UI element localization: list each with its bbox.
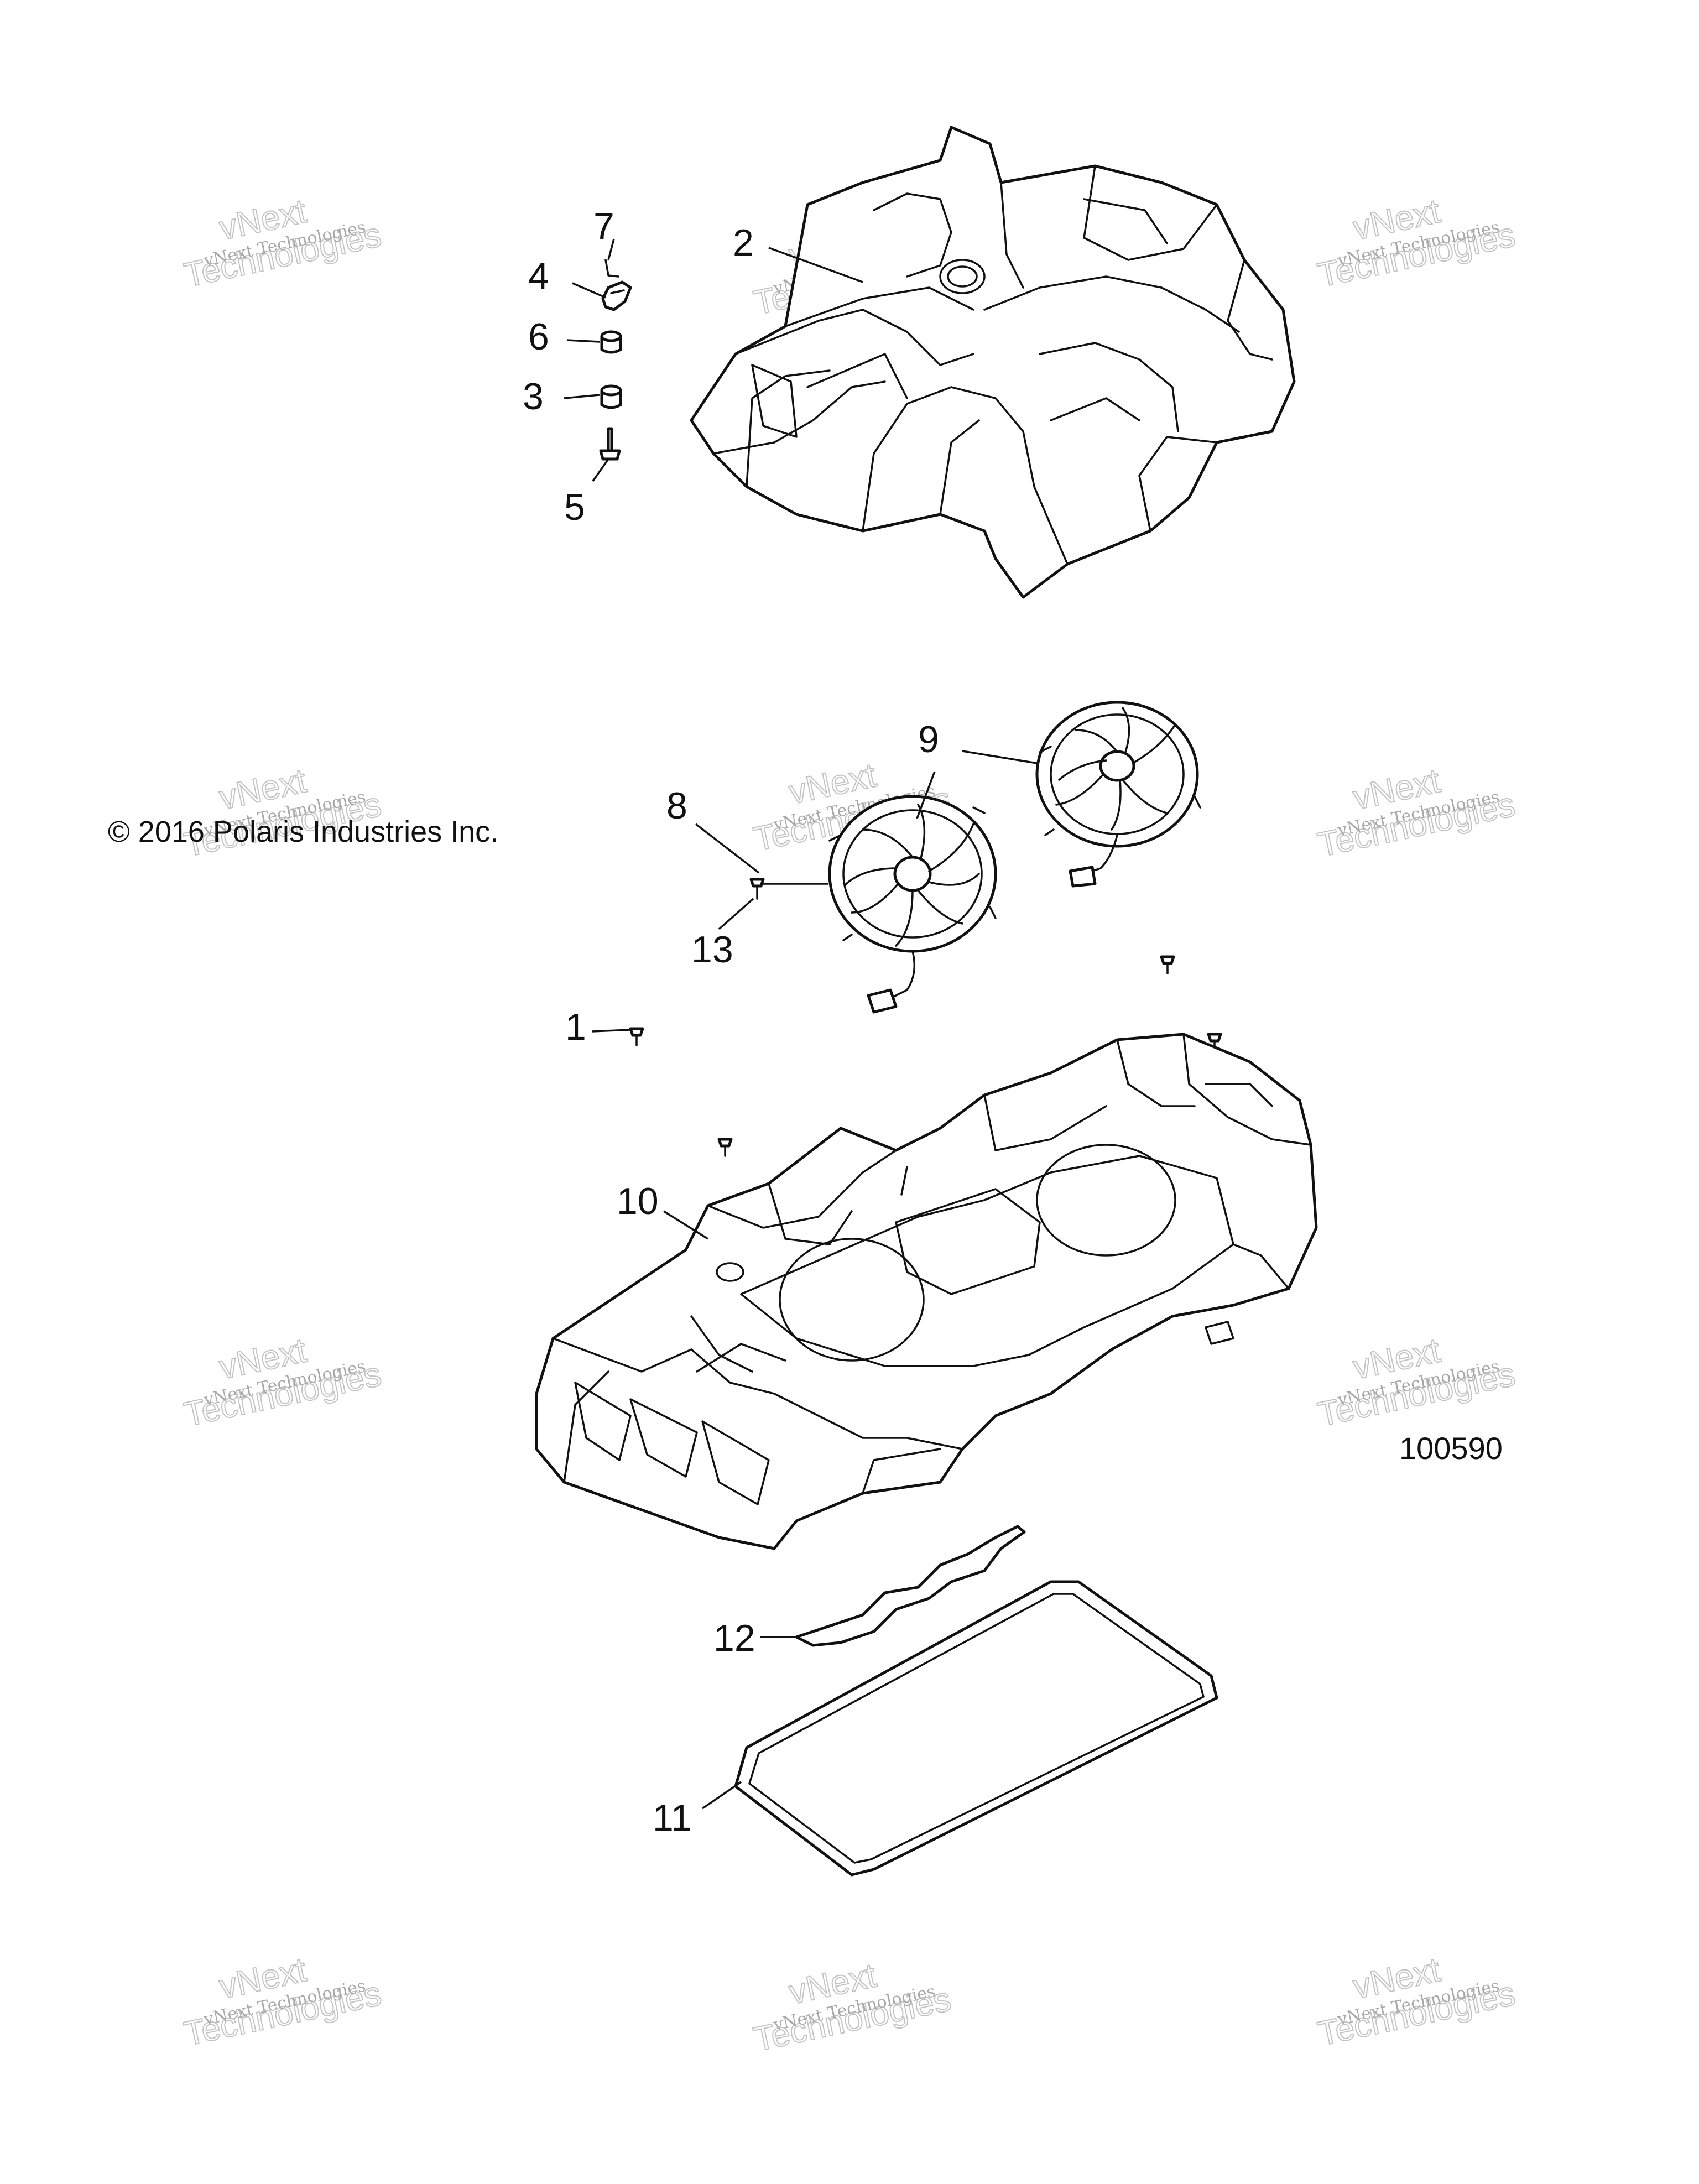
watermark-mid-right: vNext Technologies vNext Technologies [1314, 761, 1519, 865]
watermark-top-right: vNext Technologies vNext Technologies [1314, 191, 1519, 295]
callout-3: 3 [523, 376, 544, 418]
watermark-bottom-left: vNext Technologies vNext Technologies [180, 1950, 385, 2054]
part-10-rear-body-panel [535, 1033, 1318, 1550]
watermark-bottom-center: vNext Technologies vNext Technologies [750, 1956, 955, 2060]
part-3-spacer [600, 384, 622, 409]
part-7-pin [604, 259, 619, 278]
callout-1: 1 [565, 1006, 586, 1048]
part-1-screw [629, 1027, 644, 1046]
callout-9: 9 [918, 718, 939, 760]
part-5-bolt [599, 427, 621, 461]
part-1-screw [717, 1138, 733, 1157]
part-9-fan-assembly [1035, 701, 1201, 888]
callout-2: 2 [733, 222, 754, 264]
watermark-low-right: vNext Technologies vNext Technologies [1314, 1331, 1519, 1435]
watermark-low-left: vNext Technologies vNext Technologies [180, 1331, 385, 1435]
part-8-fan-assembly [828, 795, 997, 1014]
callout-12: 12 [713, 1617, 755, 1659]
callout-8: 8 [666, 785, 687, 827]
copyright-notice: © 2016 Polaris Industries Inc. [108, 815, 498, 848]
callout-5: 5 [564, 486, 585, 528]
watermark-top-left: vNext Technologies vNext Technologies [180, 191, 385, 295]
callout-7: 7 [593, 205, 614, 247]
part-2-front-body-panel [690, 126, 1296, 599]
part-4-clip [601, 280, 632, 311]
part-1-screw [1160, 955, 1175, 974]
callout-13: 13 [691, 929, 733, 971]
part-6-grommet [600, 330, 622, 354]
callout-labels: 7 4 6 3 5 2 8 9 13 1 10 12 11 [523, 205, 939, 1839]
part-13-screw [749, 878, 765, 900]
callout-6: 6 [528, 316, 549, 358]
leader-lines [564, 238, 1038, 1810]
part-11-gasket [734, 1580, 1218, 1877]
diagram-number: 100590 [1399, 1431, 1503, 1466]
callout-10: 10 [617, 1180, 659, 1222]
callout-4: 4 [528, 255, 549, 297]
watermark-bottom-right: vNext Technologies vNext Technologies [1314, 1950, 1519, 2054]
callout-11: 11 [653, 1797, 692, 1839]
part-12-seal-strip [795, 1525, 1026, 1647]
